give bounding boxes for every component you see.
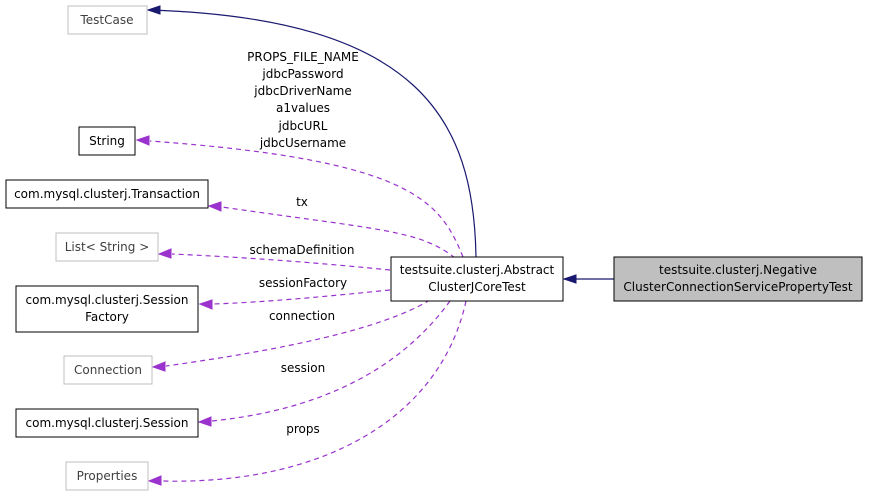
- edge-label-connection: connection: [269, 309, 335, 323]
- node-connection-label: Connection: [74, 363, 142, 377]
- edge-label-string-field-3: jdbcDriverName: [253, 84, 352, 98]
- node-negative-label-line2: ClusterConnectionServicePropertyTest: [623, 280, 853, 294]
- node-negative-cluster-connection-test[interactable]: testsuite.clusterj.Negative ClusterConne…: [613, 256, 863, 302]
- node-properties[interactable]: Properties: [65, 461, 149, 491]
- node-properties-label: Properties: [77, 469, 138, 483]
- node-session-factory-label-line1: com.mysql.clusterj.Session: [26, 293, 189, 307]
- node-connection[interactable]: Connection: [63, 355, 153, 385]
- edge-label-string-field-5: jdbcURL: [278, 119, 328, 133]
- usage-arrowhead-schema-definition: [157, 248, 172, 259]
- node-abstract-clusterj-core-test[interactable]: testsuite.clusterj.Abstract ClusterJCore…: [390, 256, 564, 302]
- node-testcase[interactable]: TestCase: [67, 5, 148, 35]
- edge-label-session: session: [281, 361, 325, 375]
- usage-edge-string: [149, 140, 464, 258]
- node-abstract-label-line1: testsuite.clusterj.Abstract: [400, 263, 555, 277]
- usage-arrowhead-string: [135, 135, 150, 146]
- node-session-factory-label-line2: Factory: [85, 310, 129, 324]
- edge-label-string-field-4: a1values: [276, 101, 330, 115]
- node-negative-label-line1: testsuite.clusterj.Negative: [659, 263, 817, 277]
- inheritance-arrowhead-testcase: [146, 5, 161, 15]
- node-testcase-label: TestCase: [80, 13, 134, 27]
- edge-label-string-field-6: jdbcUsername: [259, 136, 346, 150]
- node-string[interactable]: String: [78, 126, 136, 156]
- edge-label-tx: tx: [296, 195, 308, 209]
- usage-edge-tx: [221, 206, 456, 259]
- usage-edge-props: [161, 300, 467, 482]
- usage-arrowhead-tx: [207, 201, 222, 212]
- edge-label-string-field-1: PROPS_FILE_NAME: [247, 50, 359, 64]
- edge-label-session-factory: sessionFactory: [259, 276, 347, 290]
- node-abstract-label-line2: ClusterJCoreTest: [428, 280, 526, 294]
- node-string-label: String: [89, 134, 125, 148]
- node-transaction-label: com.mysql.clusterj.Transaction: [14, 187, 200, 201]
- usage-edge-session: [211, 300, 451, 422]
- usage-arrowhead-connection: [151, 361, 166, 372]
- edge-label-props: props: [286, 422, 320, 436]
- node-session[interactable]: com.mysql.clusterj.Session: [15, 408, 199, 438]
- node-session-factory[interactable]: com.mysql.clusterj.Session Factory: [15, 285, 199, 333]
- edge-label-string-field-2: jdbcPassword: [261, 67, 343, 81]
- inheritance-arrowhead-abstract: [562, 274, 577, 284]
- node-transaction[interactable]: com.mysql.clusterj.Transaction: [5, 179, 209, 209]
- usage-arrowhead-session-factory: [198, 299, 213, 310]
- usage-edge-session-factory: [212, 289, 391, 305]
- usage-arrowhead-props: [147, 475, 162, 486]
- node-list-string-label: List< String >: [65, 240, 150, 254]
- inheritance-edge-testcase: [147, 9, 477, 259]
- usage-arrowhead-session: [197, 416, 212, 427]
- usage-edge-schema-definition: [171, 253, 391, 271]
- node-session-label: com.mysql.clusterj.Session: [26, 416, 189, 430]
- edge-label-schema-definition: schemaDefinition: [250, 243, 355, 257]
- node-list-string[interactable]: List< String >: [55, 232, 159, 262]
